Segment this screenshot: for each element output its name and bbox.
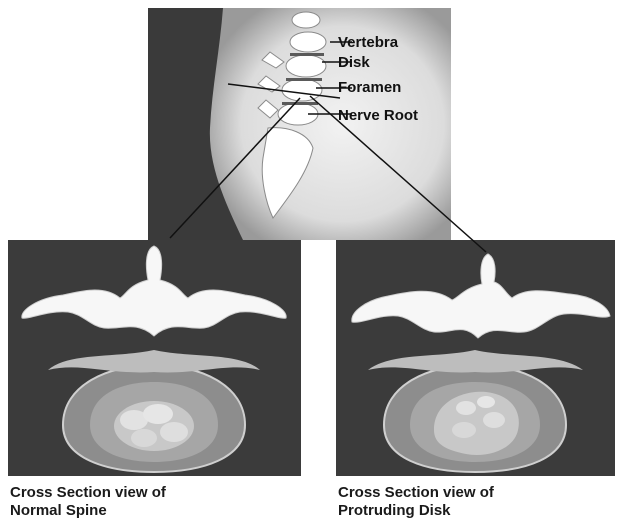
body-silhouette [210, 8, 451, 240]
label-disk: Disk [338, 54, 370, 71]
caption-protruding-disk: Cross Section view of Protruding Disk [338, 484, 494, 520]
spine-side-view-illustration [148, 8, 451, 240]
label-nerve-root: Nerve Root [338, 107, 418, 124]
caption-normal-spine: Cross Section view of Normal Spine [10, 484, 166, 520]
label-foramen: Foramen [338, 79, 401, 96]
protruding-disk-cross-section-illustration [336, 240, 615, 476]
protruding-disk-cross-section-panel [336, 240, 615, 476]
normal-spine-cross-section-panel [8, 240, 301, 476]
normal-spine-cross-section-illustration [8, 240, 301, 476]
spine-side-view-panel: Vertebra Disk Foramen Nerve Root [148, 8, 451, 240]
caption-normal-line2: Normal Spine [10, 502, 166, 520]
caption-protruding-line1: Cross Section view of [338, 484, 494, 502]
caption-normal-line1: Cross Section view of [10, 484, 166, 502]
label-vertebra: Vertebra [338, 34, 398, 51]
caption-protruding-line2: Protruding Disk [338, 502, 494, 520]
